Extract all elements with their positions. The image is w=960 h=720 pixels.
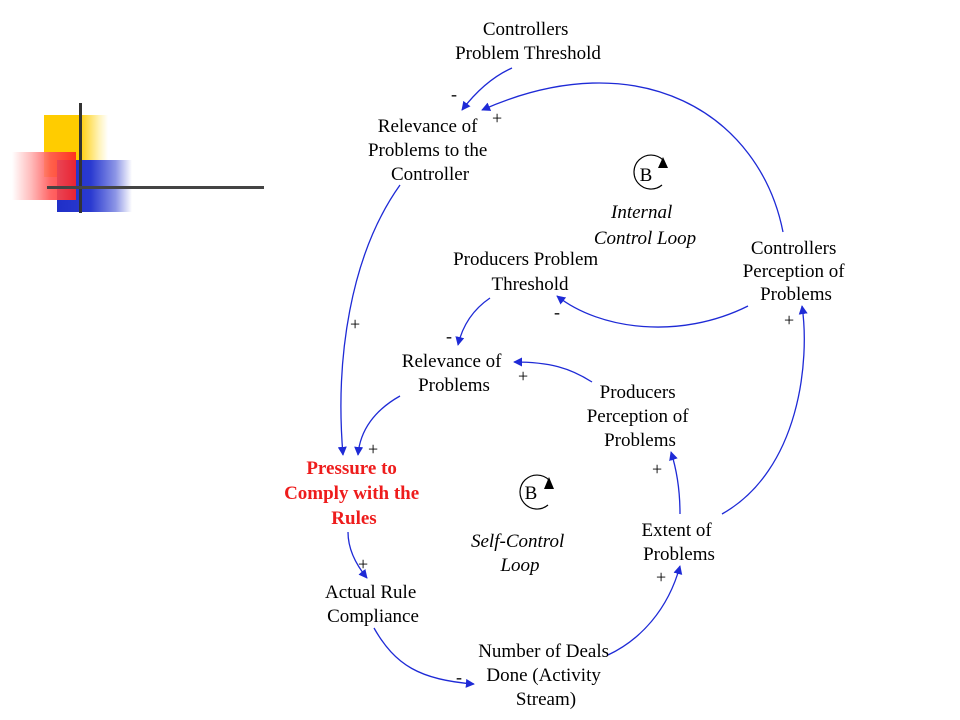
internal-loop-badge: B [633, 154, 668, 190]
slide-decoration [0, 0, 280, 230]
horizontal-rule [47, 186, 264, 189]
internal-loop-name: Internal Control Loop [594, 202, 696, 249]
polarity-sign: - [554, 302, 560, 322]
polarity-sign: + [652, 459, 662, 479]
red-square [12, 152, 76, 200]
polarity-sign: - [451, 84, 457, 104]
link-extent-to-controllers-perception [721, 305, 808, 515]
link-pressure-to-compliance [347, 531, 368, 579]
internal-loop-badge-label: B [640, 165, 653, 186]
node-pressure-to-comply: Pressure to Comply with the Rules [284, 458, 424, 529]
polarity-sign: + [492, 108, 502, 128]
vertical-rule [79, 103, 82, 213]
self-loop-badge-label: B [525, 483, 538, 504]
link-compliance-to-deals [373, 627, 475, 688]
node-producers-perception: Producers Perception of Problems [587, 382, 694, 451]
node-controllers-perception: Controllers Perception of Problems [743, 238, 850, 305]
self-loop-name: Self-Control Loop [471, 531, 569, 576]
node-relevance-of-problems: Relevance of Problems [402, 351, 506, 396]
node-actual-rule-compliance: Actual Rule Compliance [325, 582, 421, 627]
link-controllers-perception-to-producers-threshold [556, 295, 749, 328]
link-producers-perception-to-relevance [513, 357, 593, 383]
link-controllers-perception-to-relevance-controller [481, 82, 784, 233]
link-deals-to-extent [607, 565, 683, 656]
polarity-sign: + [350, 314, 360, 334]
node-relevance-to-controller: Relevance of Problems to the Controller [368, 116, 492, 185]
node-controllers-problem-threshold: Controllers Problem Threshold [455, 19, 601, 64]
polarity-sign: - [446, 326, 452, 346]
link-relevance-controller-to-pressure [337, 184, 401, 456]
link-extent-to-producers-perception [669, 451, 681, 515]
self-loop-badge: B [519, 474, 554, 510]
node-extent-of-problems: Extent of Problems [642, 520, 717, 565]
node-number-of-deals: Number of Deals Done (Activity Stream) [478, 641, 614, 710]
link-controllers-threshold-to-relevance-controller [461, 67, 513, 111]
polarity-sign: - [456, 667, 462, 687]
polarity-sign: + [784, 310, 794, 330]
node-producers-problem-threshold: Producers Problem Threshold [453, 249, 603, 295]
polarity-sign: + [656, 567, 666, 587]
polarity-sign: + [518, 366, 528, 386]
link-producers-threshold-to-relevance [455, 297, 491, 346]
polarity-sign: + [368, 439, 378, 459]
link-relevance-to-pressure [354, 395, 401, 456]
polarity-sign: + [358, 554, 368, 574]
